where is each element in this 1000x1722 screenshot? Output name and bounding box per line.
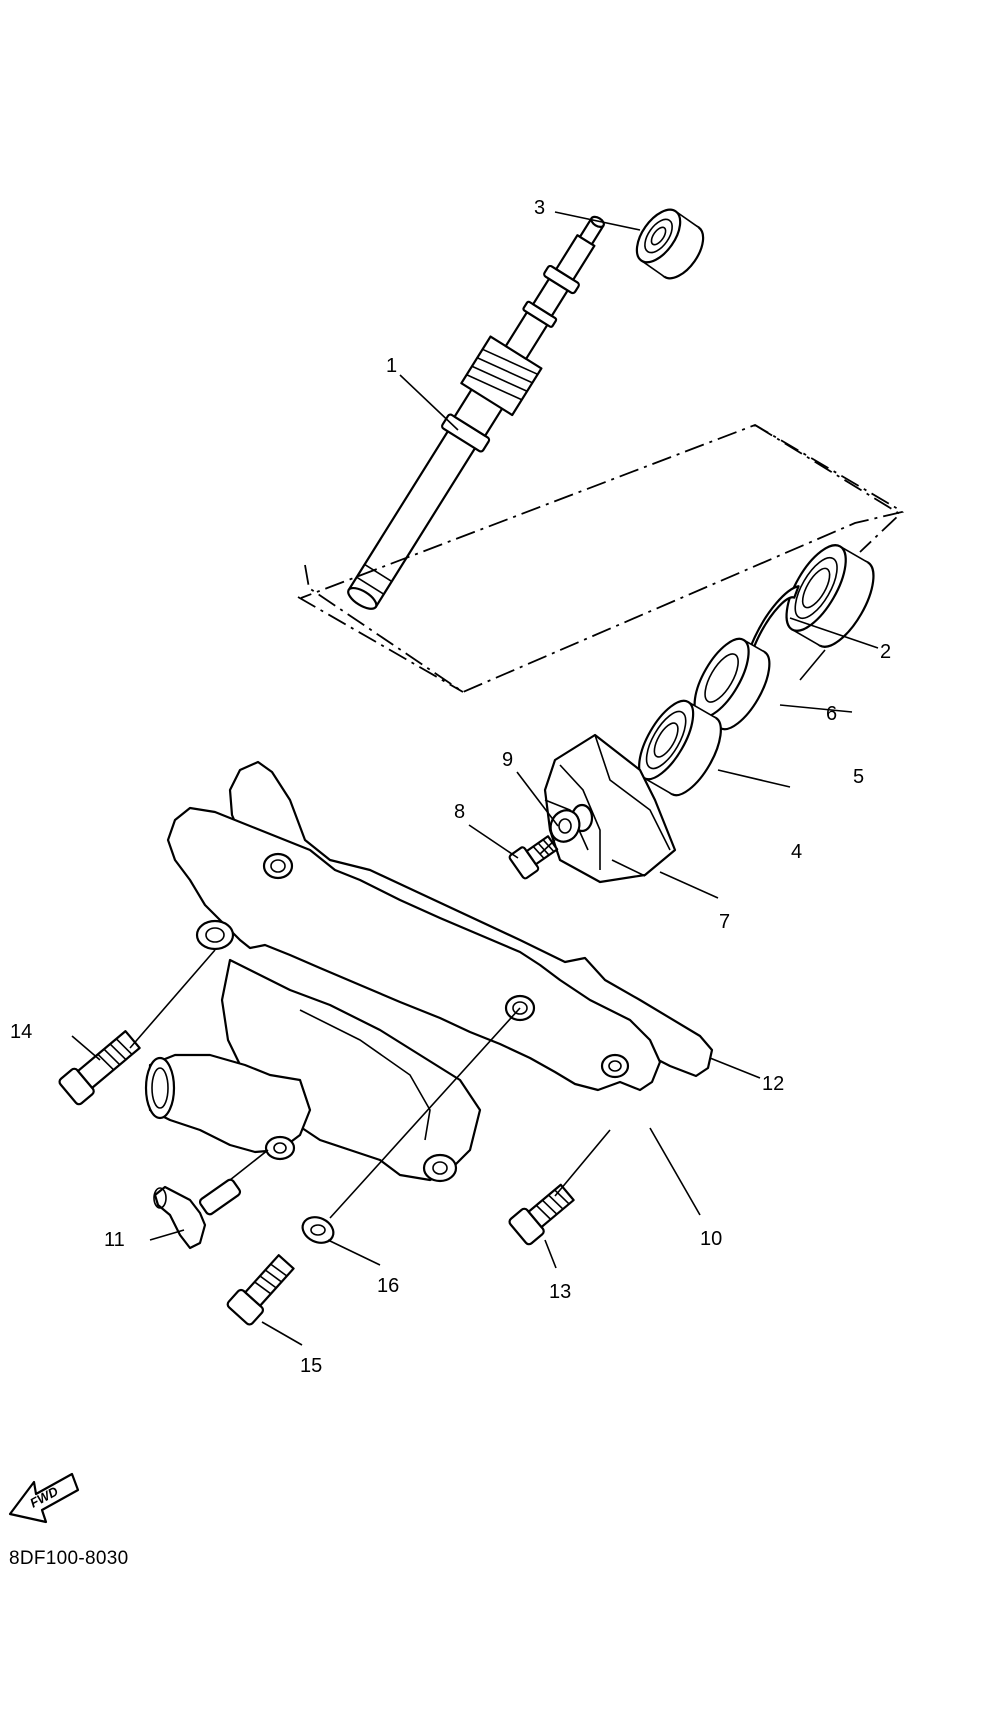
callout-6: 6 <box>826 703 837 725</box>
part-9-washer <box>549 809 581 843</box>
part-3-bearing <box>635 208 705 280</box>
diagram-code: 8DF100-8030 <box>9 1548 129 1569</box>
callout-1: 1 <box>386 355 397 377</box>
part-2-bearing <box>785 544 875 648</box>
part-13-bolt <box>508 1183 575 1246</box>
axis-line-11 <box>229 1149 269 1181</box>
callout-15: 15 <box>300 1355 322 1377</box>
callout-5: 5 <box>853 766 864 788</box>
part-16-washer <box>301 1216 335 1244</box>
part-4-mechanical-seal <box>638 699 722 797</box>
callout-9: 9 <box>502 749 513 771</box>
callout-10: 10 <box>700 1228 722 1250</box>
axis-line-13 <box>554 1129 611 1197</box>
part-11-pipe-fitting <box>153 1178 242 1250</box>
part-7-impeller <box>543 733 677 884</box>
part-14-bolt <box>58 1030 141 1106</box>
callout-11: 11 <box>104 1229 125 1251</box>
callout-16: 16 <box>377 1275 399 1297</box>
part-10-pump-cover <box>144 806 662 1183</box>
callout-3: 3 <box>534 197 545 219</box>
callout-8: 8 <box>454 801 465 823</box>
axis-line-8 <box>539 839 556 855</box>
callout-13: 13 <box>549 1281 571 1303</box>
callout-2: 2 <box>880 641 891 663</box>
assembly-bracket-dashed <box>300 424 905 694</box>
axis-line-16 <box>329 1007 521 1219</box>
callout-4: 4 <box>791 841 802 863</box>
axis-line-14 <box>129 949 216 1049</box>
callout-14: 14 <box>10 1021 32 1043</box>
part-15-bolt <box>226 1254 295 1326</box>
callout-7: 7 <box>719 911 730 933</box>
fwd-arrow-icon: FWD <box>8 1472 80 1524</box>
part-8-bolt <box>508 835 559 880</box>
part-1-impeller-shaft <box>347 215 605 610</box>
callout-12: 12 <box>762 1073 784 1095</box>
